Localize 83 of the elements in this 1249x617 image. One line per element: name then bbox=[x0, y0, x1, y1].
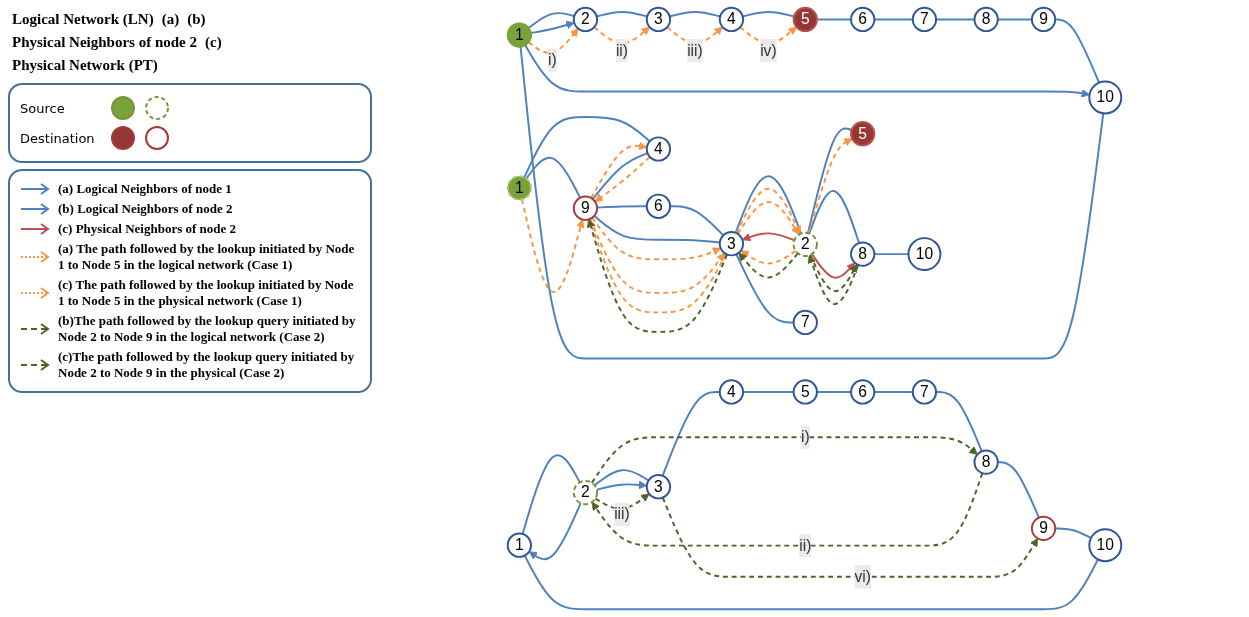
node-circle: 10 bbox=[907, 237, 942, 272]
node-circle: 1 bbox=[506, 532, 532, 558]
arrow bbox=[586, 219, 728, 333]
legend-text: (b)The path followed by the lookup query initiated by Node 2 to Node 9 in the logical network (Case 2) bbox=[58, 313, 357, 345]
node-circle: 2 bbox=[572, 479, 599, 506]
node-circle: 5 bbox=[850, 121, 876, 147]
connector bbox=[808, 189, 860, 245]
legend-text: Source bbox=[20, 100, 66, 116]
node-circle: 7 bbox=[911, 379, 938, 405]
connector bbox=[525, 156, 582, 199]
legend-text: Destination bbox=[20, 130, 96, 146]
edge-label: i) bbox=[800, 428, 810, 446]
arrow bbox=[742, 232, 796, 242]
arrow bbox=[524, 44, 1090, 98]
arrow bbox=[591, 216, 722, 261]
node-circle: 1 bbox=[506, 175, 532, 201]
node-circle: 8 bbox=[973, 6, 999, 33]
node-circle: 9 bbox=[572, 195, 599, 221]
node-circle: 5 bbox=[792, 379, 818, 405]
node-circle: 2 bbox=[572, 6, 599, 33]
arrow bbox=[740, 249, 797, 265]
node-circle: 3 bbox=[718, 231, 745, 257]
legend-text: (c) The path followed by the lookup initiated by Node 1 to Node 5 in the physical network (Case 1) bbox=[58, 277, 355, 309]
arrow bbox=[590, 436, 978, 484]
node-circle: 8 bbox=[973, 449, 999, 475]
connector bbox=[521, 454, 581, 535]
annotation-text: Physical Network (PT) bbox=[12, 57, 158, 74]
arrow bbox=[587, 218, 727, 314]
node-circle: 7 bbox=[911, 6, 938, 33]
edge-label: iv) bbox=[760, 41, 777, 59]
annotation-text: (a) bbox=[161, 11, 180, 28]
connector bbox=[734, 175, 803, 235]
arrow bbox=[593, 26, 650, 45]
annotation-text: Logical Network (LN) bbox=[12, 11, 154, 28]
legend-text: (a) The path followed by the lookup initiated by Node 1 to Node 5 in the logical network (Case 1) bbox=[58, 241, 356, 273]
node-circle: 4 bbox=[718, 379, 745, 405]
edge-label: iii) bbox=[687, 41, 703, 59]
node-circle: 3 bbox=[645, 6, 672, 33]
legend-text: (b) Logical Neighbors of node 2 bbox=[58, 201, 233, 217]
edge-label: vi) bbox=[854, 568, 871, 585]
connector bbox=[523, 115, 651, 179]
edge-label: ii) bbox=[615, 41, 628, 59]
legend-text: (c)The path followed by the lookup query initiated by Node 2 to Node 9 in the physical (Case 2) bbox=[58, 349, 356, 381]
node-circle: 1 bbox=[506, 22, 532, 48]
connector bbox=[593, 469, 650, 487]
node-circle: 7 bbox=[792, 309, 818, 336]
annotation-text: (c) bbox=[205, 34, 222, 51]
arrow bbox=[589, 217, 725, 294]
node-circle: 9 bbox=[1030, 6, 1057, 33]
node-circle: 6 bbox=[850, 6, 876, 33]
node-circle: 10 bbox=[1088, 80, 1123, 115]
connector bbox=[527, 12, 576, 29]
annotation-text: (b) bbox=[187, 11, 206, 28]
arrow bbox=[735, 187, 801, 235]
arrow bbox=[810, 253, 856, 279]
connector bbox=[519, 45, 1105, 360]
edge-label: i) bbox=[548, 51, 557, 69]
node-circle: 5 bbox=[792, 6, 818, 33]
connector bbox=[523, 554, 1099, 611]
node-circle: 9 bbox=[1030, 515, 1057, 542]
node-circle: 4 bbox=[718, 6, 745, 33]
arrow bbox=[528, 502, 582, 561]
arrow bbox=[594, 493, 650, 510]
arrow bbox=[736, 201, 800, 235]
annotation-text: Physical Neighbors of node 2 bbox=[12, 34, 197, 51]
arrow bbox=[809, 253, 858, 293]
node-circle: 4 bbox=[645, 136, 672, 162]
edge-label: ii) bbox=[799, 536, 812, 554]
arrow bbox=[661, 496, 1038, 578]
arrow bbox=[521, 198, 585, 293]
arrow bbox=[738, 252, 799, 279]
node-circle: 6 bbox=[645, 193, 672, 219]
node-circle: 8 bbox=[850, 241, 876, 267]
arrow bbox=[807, 254, 860, 306]
node-circle: 3 bbox=[645, 474, 672, 500]
arrow bbox=[590, 141, 648, 200]
node-circle: 2 bbox=[792, 231, 818, 257]
legend-text: (c) Physical Neighbors of node 2 bbox=[58, 221, 237, 237]
node-circle: 10 bbox=[1088, 528, 1123, 563]
node-circle: 6 bbox=[850, 379, 876, 405]
legend-text: (a) Logical Neighbors of node 1 bbox=[58, 181, 232, 197]
edge-label: iii) bbox=[614, 505, 630, 523]
arrow bbox=[527, 28, 579, 54]
